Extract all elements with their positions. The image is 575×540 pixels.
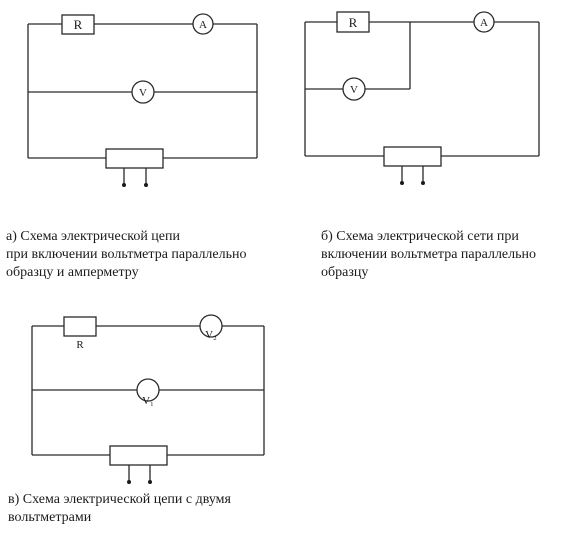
circuit-a-resistor <box>61 14 95 35</box>
circuit-a: R A V <box>27 13 258 187</box>
circuit-c-voltmeter-1 <box>136 378 160 402</box>
caption-b: б) Схема электрической сети при включени… <box>321 228 536 282</box>
circuit-b-voltmeter <box>342 77 366 101</box>
circuit-b-sample <box>383 146 442 167</box>
circuit-c-resistor-label: R <box>76 339 84 351</box>
circuit-a-voltmeter <box>131 80 155 104</box>
caption-c-line: вольтметрами <box>8 510 92 525</box>
circuit-c-voltmeter-2-label: V₂ <box>205 329 217 341</box>
caption-a: а) Схема электрической цепи при включени… <box>6 228 247 282</box>
circuit-a-ammeter-label: A <box>199 19 207 31</box>
caption-c: в) Схема электрической цепи с двумя воль… <box>8 491 231 527</box>
caption-b-line: б) Схема электрической сети при <box>321 229 519 244</box>
circuit-a-terminal <box>122 183 126 187</box>
circuit-a-ammeter <box>192 13 214 35</box>
circuit-c-voltmeter-1-label: V₁ <box>142 395 154 407</box>
circuit-c-sample <box>109 445 168 466</box>
circuit-b-terminal <box>400 181 404 185</box>
circuit-b-resistor <box>336 11 370 33</box>
caption-c-line: в) Схема электрической цепи с двумя <box>8 492 231 507</box>
caption-a-line: при включении вольтметра параллельно <box>6 247 247 262</box>
circuit-b-resistor-label: R <box>349 15 358 30</box>
circuit-b-ammeter <box>473 11 495 33</box>
circuit-c-resistor <box>63 316 97 337</box>
circuit-a-voltmeter-label: V <box>139 87 147 99</box>
circuit-a-terminal <box>144 183 148 187</box>
circuit-b: R A V <box>304 11 540 185</box>
circuit-a-sample <box>105 148 164 169</box>
circuit-c-terminal <box>148 480 152 484</box>
caption-b-line: образцу <box>321 265 369 280</box>
circuit-c-voltmeter-2 <box>199 314 223 338</box>
circuit-b-voltmeter-label: V <box>350 84 358 96</box>
circuit-c: R V₂ V₁ <box>31 314 265 484</box>
circuit-b-terminal <box>421 181 425 185</box>
circuit-c-terminal <box>127 480 131 484</box>
caption-a-line: образцу и амперметру <box>6 265 139 280</box>
caption-b-line: включении вольтметра параллельно <box>321 247 537 262</box>
circuit-a-resistor-label: R <box>74 17 83 32</box>
circuit-b-ammeter-label: A <box>480 17 488 29</box>
caption-a-line: а) Схема электрической цепи <box>6 229 181 244</box>
